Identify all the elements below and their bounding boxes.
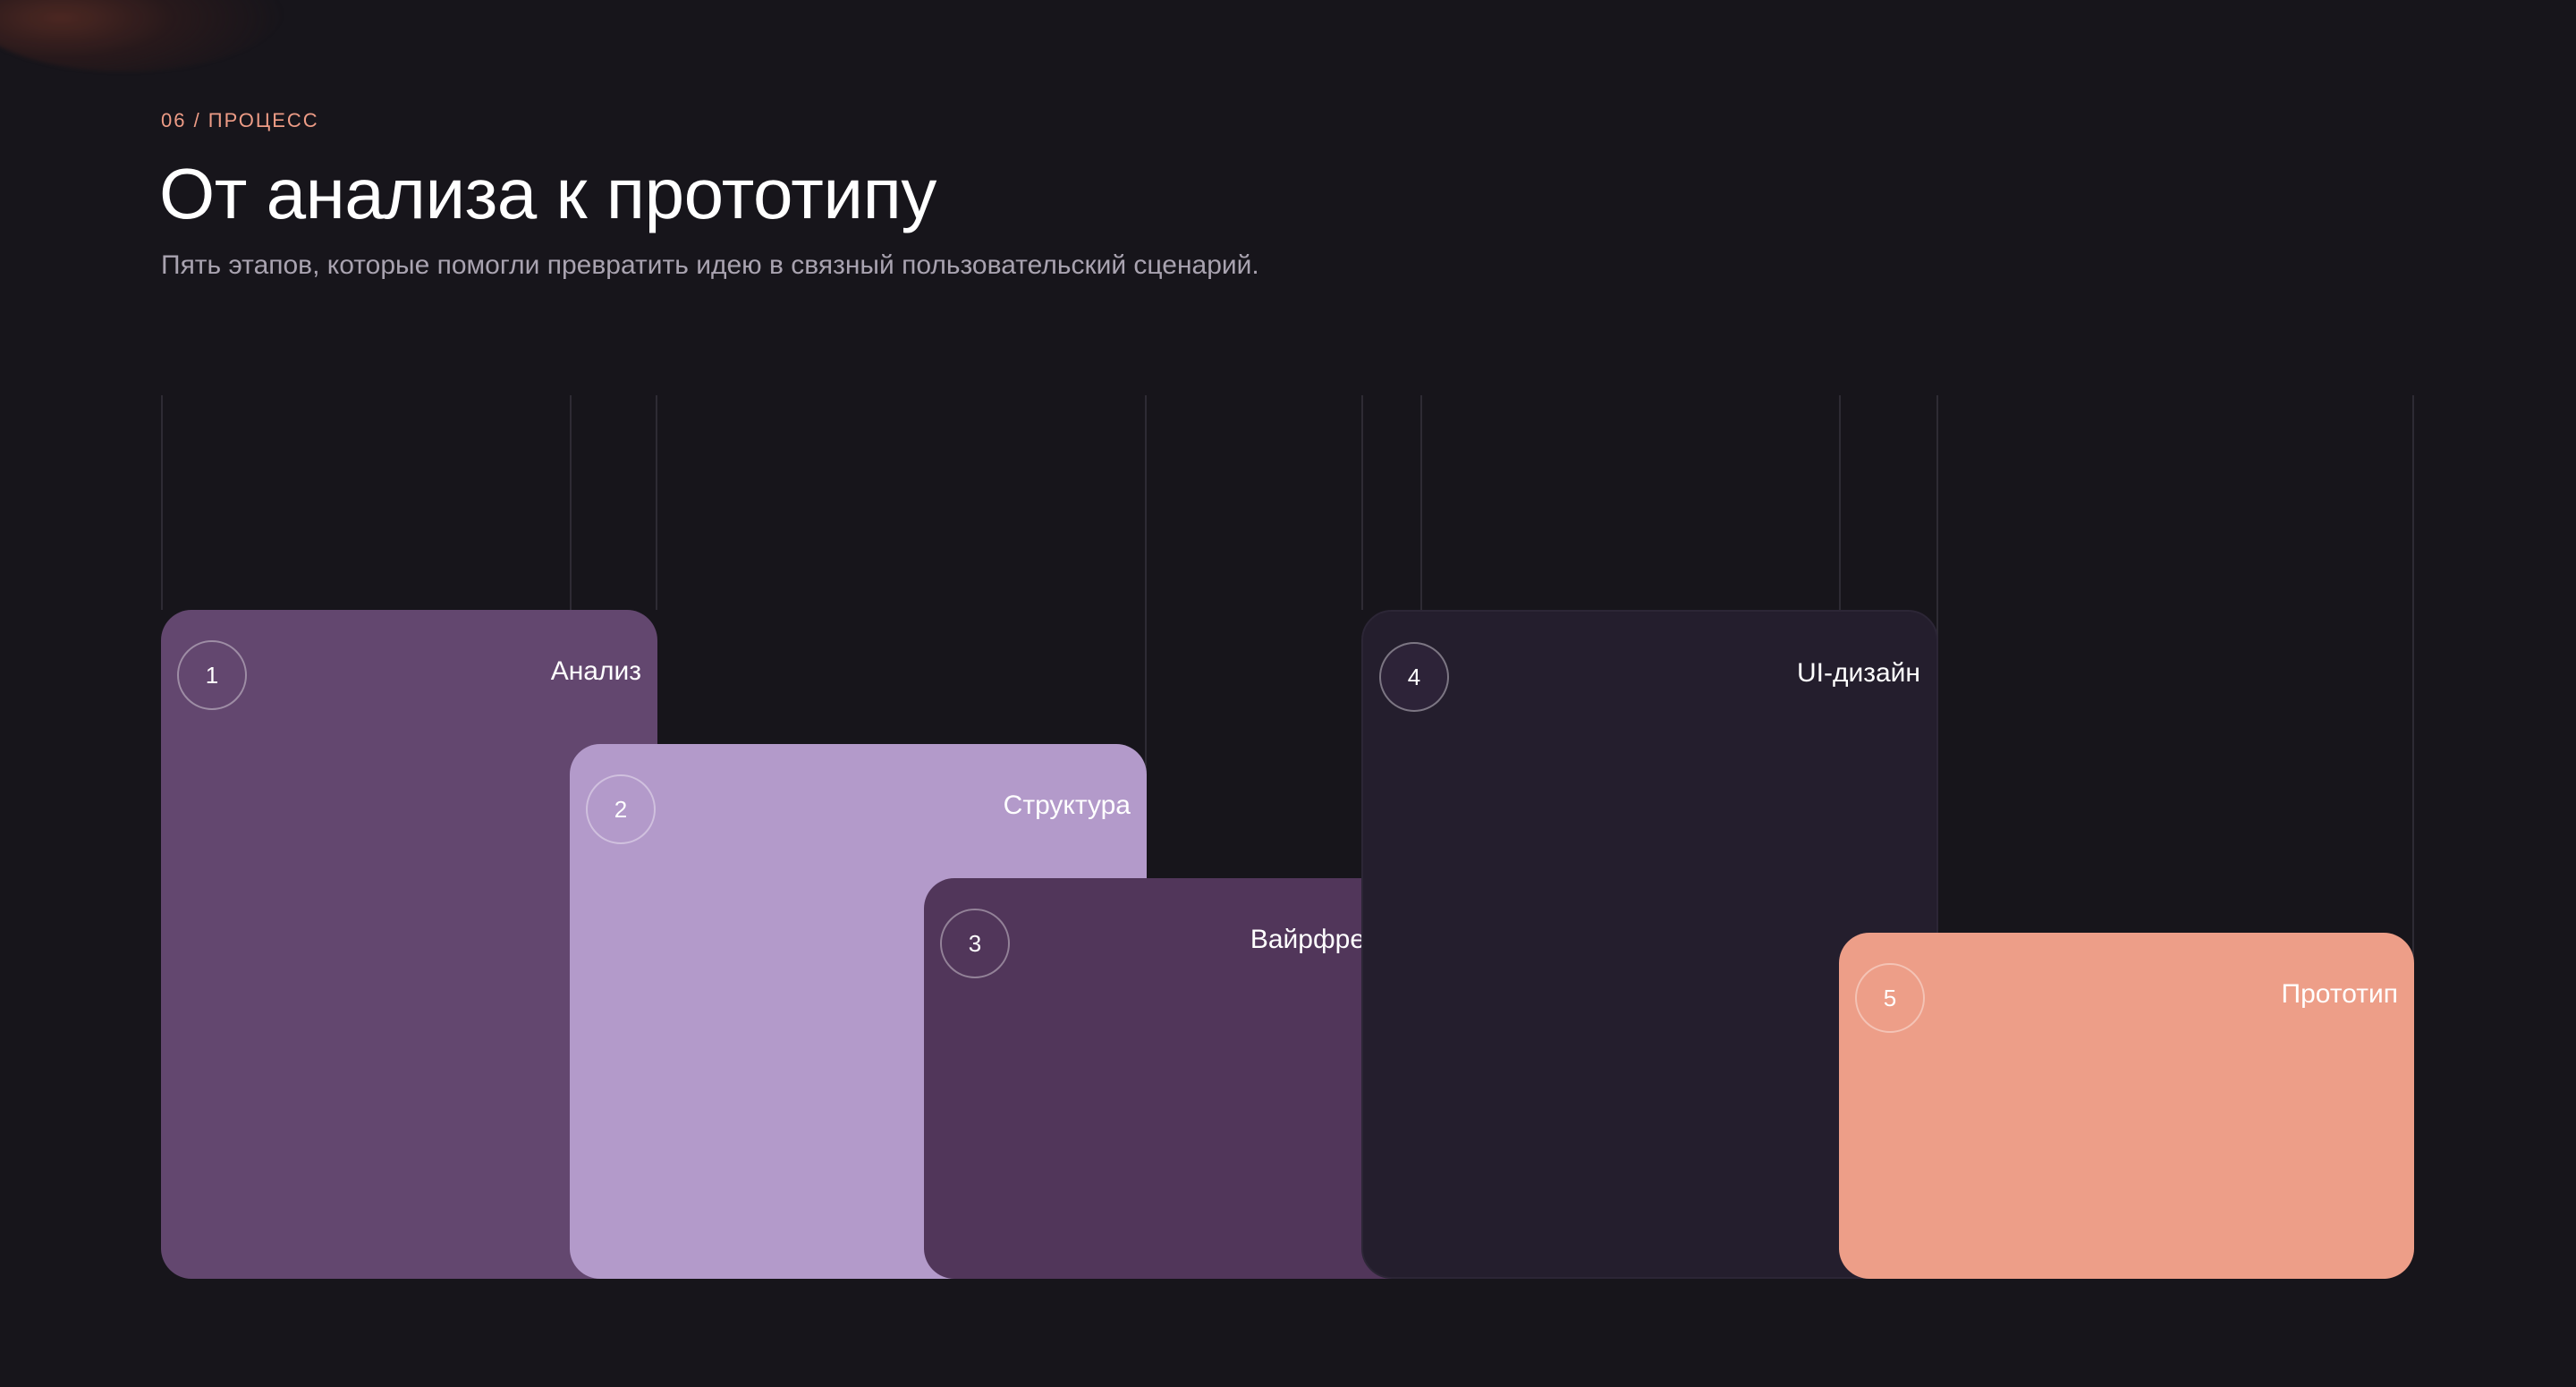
guide-line [2412, 395, 2414, 1066]
section-title: От анализа к прототипу [159, 154, 936, 233]
stage-number-badge: 3 [940, 909, 1010, 978]
guide-line [656, 395, 657, 610]
guide-line [1361, 395, 1363, 610]
stage-label: Прототип [2281, 979, 2398, 1009]
guide-line [1420, 395, 1422, 610]
guide-line [570, 395, 572, 744]
stage-number-badge: 4 [1379, 642, 1449, 712]
stage-number-badge: 1 [177, 640, 247, 710]
section-eyebrow: 06 / ПРОЦЕСС [161, 109, 319, 131]
stage-label: UI-дизайн [1796, 658, 1920, 688]
stage-number-badge: 5 [1855, 963, 1925, 1033]
stage-label: Анализ [550, 656, 641, 686]
guide-line [1145, 395, 1147, 878]
corner-decoration [0, 0, 286, 72]
guide-line [161, 395, 163, 610]
stage-number-badge: 2 [586, 774, 656, 844]
stage-label: Структура [1003, 791, 1131, 820]
stage-card-prototype: 5 Прототип [1839, 933, 2414, 1279]
section-subtitle: Пять этапов, которые помогли превратить … [161, 250, 1259, 280]
stage-card-wireframes: 3 Вайрфреймы [924, 878, 1434, 1279]
